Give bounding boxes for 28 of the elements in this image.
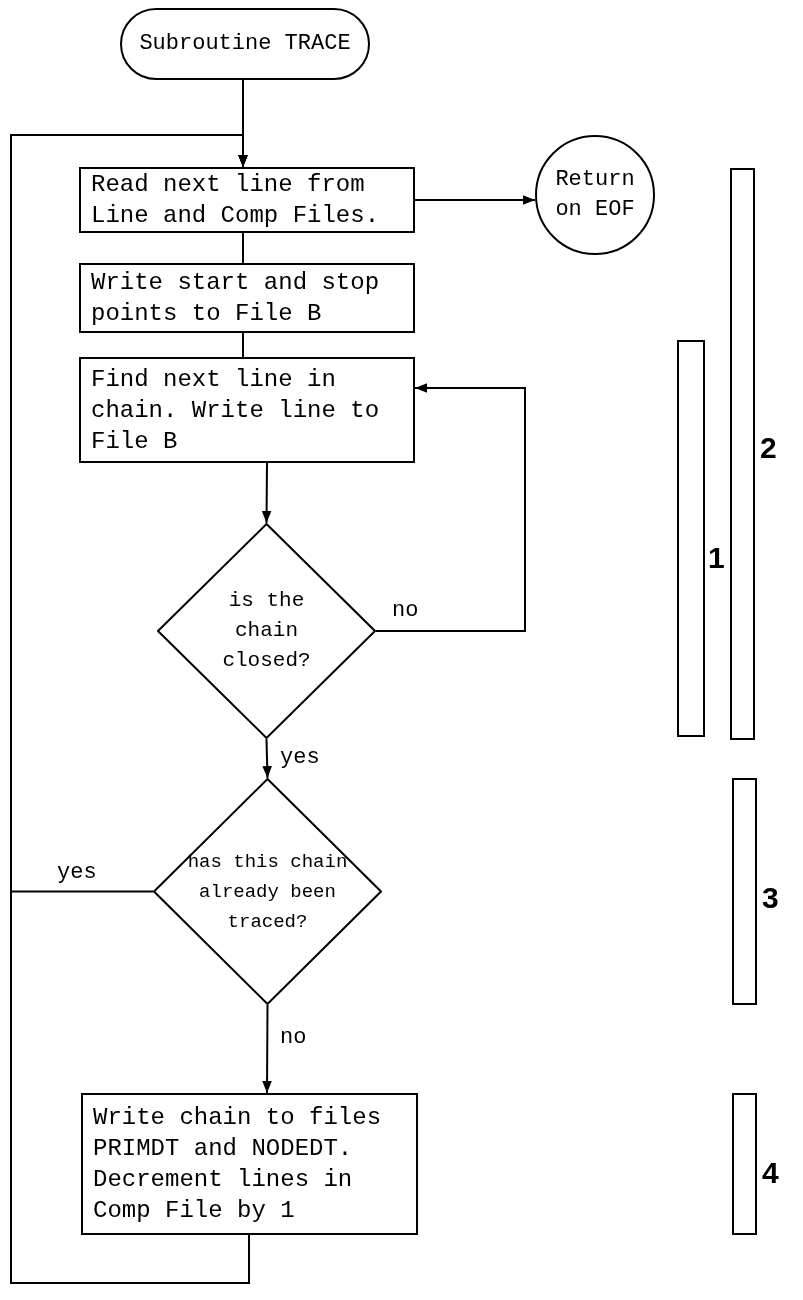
bracket-bar xyxy=(730,168,755,740)
connector-arrow xyxy=(262,738,272,779)
node-text: Return on EOF xyxy=(554,166,636,224)
node-text: Find next line in chain. Write line to File B xyxy=(91,364,381,457)
node-text: Write chain to files PRIMDT and NODEDT. Decrement lines in Comp File by 1 xyxy=(93,1103,383,1226)
node-text: has this chain already been traced? xyxy=(186,849,349,935)
connector-arrow xyxy=(414,195,536,205)
process-box xyxy=(79,263,415,333)
section-number: 4 xyxy=(762,1155,779,1191)
bracket-bar xyxy=(677,340,705,737)
decision-diamond xyxy=(157,523,376,739)
decision-diamond xyxy=(153,778,382,1005)
section-number: 2 xyxy=(760,430,777,466)
process-box xyxy=(79,357,415,463)
node-text: Subroutine TRACE xyxy=(139,30,351,58)
node-text: Write start and stop points to File B xyxy=(91,268,381,329)
node-text: is the chain closed? xyxy=(221,588,312,674)
connector-arrow xyxy=(10,134,250,1284)
bracket-bar xyxy=(732,778,757,1005)
connector-arrow xyxy=(375,383,526,632)
connector-arrow xyxy=(262,1004,272,1094)
connector-arrow xyxy=(261,462,272,524)
section-number: 1 xyxy=(708,540,725,576)
process-box xyxy=(81,1093,418,1235)
bracket-bar xyxy=(732,1093,757,1235)
node-text: Read next line from Line and Comp Files. xyxy=(91,170,381,231)
section-number: 3 xyxy=(762,880,779,916)
process-box xyxy=(79,167,415,233)
